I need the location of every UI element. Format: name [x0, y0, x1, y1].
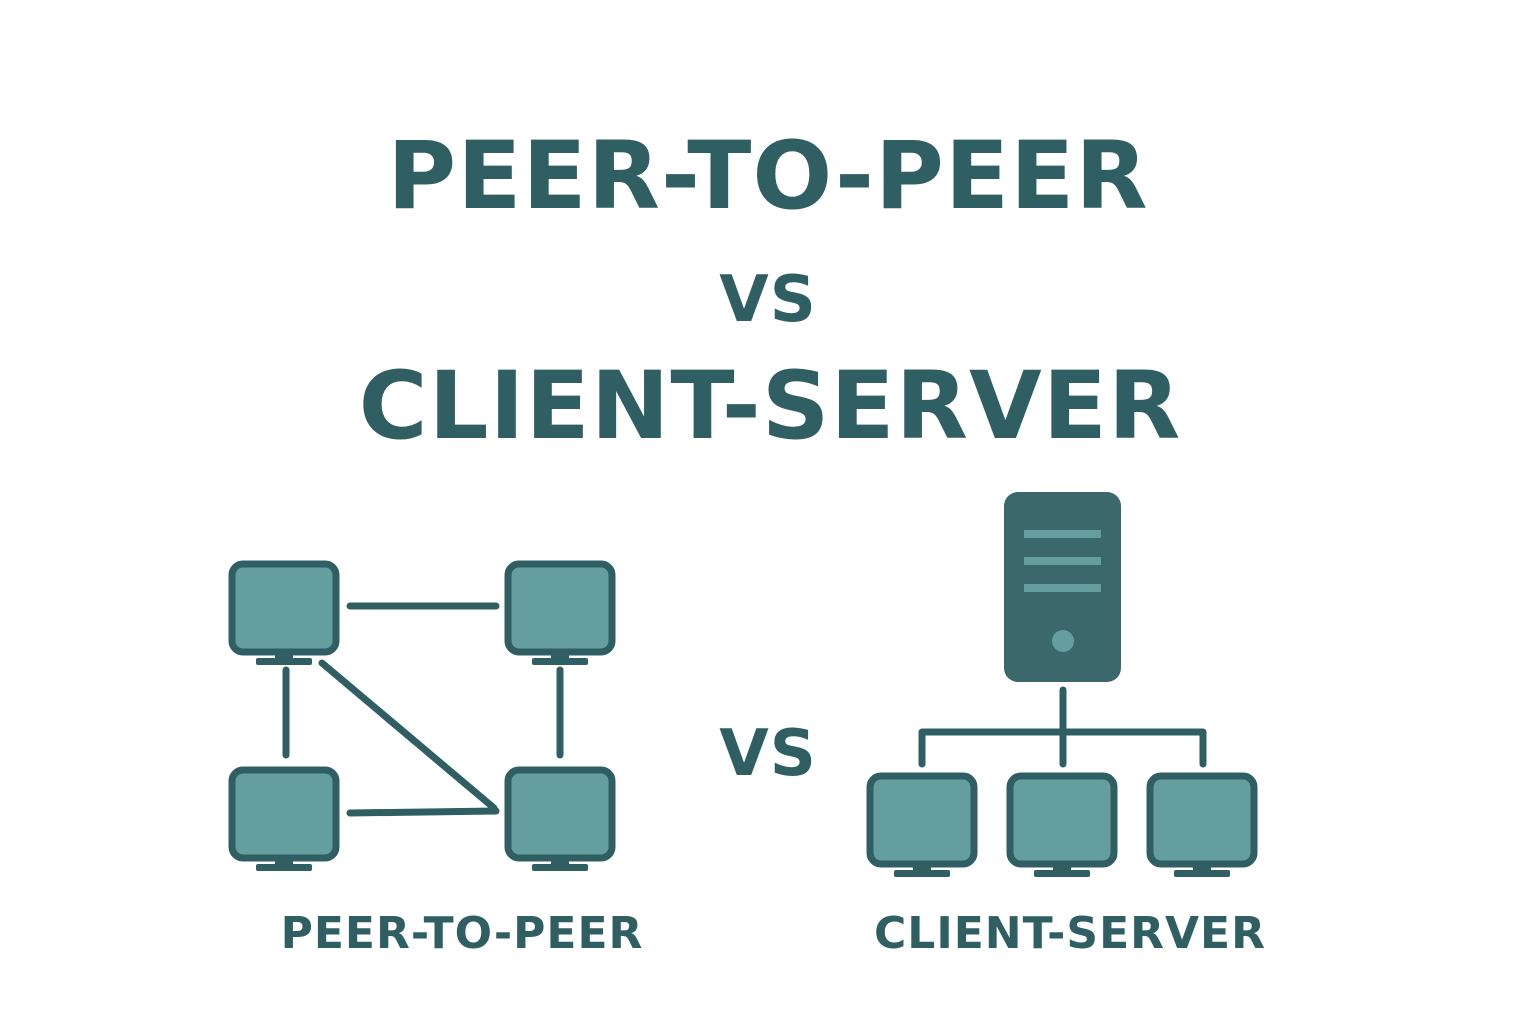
monitor-screen	[228, 766, 340, 862]
monitor-base	[532, 658, 588, 665]
monitor-base	[1174, 870, 1230, 877]
computer-monitor-icon	[228, 766, 340, 871]
monitor-neck	[275, 652, 293, 660]
computer-monitor-icon	[1006, 772, 1118, 877]
computer-monitor-icon	[504, 560, 616, 665]
monitor-screen	[504, 560, 616, 656]
p2p-label: PEER-TO-PEER	[280, 908, 644, 959]
monitor-base	[532, 864, 588, 871]
monitor-base	[256, 658, 312, 665]
link-diagonal	[318, 659, 498, 812]
server-slot	[1024, 530, 1101, 538]
branch-line	[918, 728, 1207, 768]
client-computer-2	[1006, 772, 1118, 877]
peer-computer-bottom-left	[228, 766, 340, 871]
title-line-2: CLIENT-SERVER	[358, 352, 1182, 461]
title-line-1: PEER-TO-PEER	[387, 122, 1149, 231]
link-bottom	[346, 807, 500, 817]
monitor-neck	[275, 858, 293, 866]
monitor-neck	[551, 652, 569, 660]
server-slot	[1024, 557, 1101, 565]
peer-computer-top-left	[228, 560, 340, 665]
monitor-neck	[913, 864, 931, 872]
computer-monitor-icon	[1146, 772, 1258, 877]
monitor-base	[1034, 870, 1090, 877]
monitor-screen	[504, 766, 616, 862]
monitor-screen	[228, 560, 340, 656]
computer-monitor-icon	[866, 772, 978, 877]
client-server-label: CLIENT-SERVER	[873, 908, 1267, 959]
computer-monitor-icon	[504, 766, 616, 871]
p2p-connections	[282, 602, 564, 817]
title-vs: VS	[719, 263, 817, 337]
monitor-neck	[1053, 864, 1071, 872]
client-computer-3	[1146, 772, 1258, 877]
server-slot	[1024, 584, 1101, 592]
diagram-vs: VS	[719, 717, 817, 791]
peer-computer-top-right	[504, 560, 616, 665]
monitor-screen	[1146, 772, 1258, 868]
monitor-base	[894, 870, 950, 877]
peer-computer-bottom-right	[504, 766, 616, 871]
monitor-screen	[866, 772, 978, 868]
client-server-connections	[918, 686, 1207, 768]
monitor-neck	[551, 858, 569, 866]
server-tower-icon	[1004, 492, 1121, 682]
computer-monitor-icon	[228, 560, 340, 665]
server-power-button	[1052, 630, 1074, 652]
monitor-screen	[1006, 772, 1118, 868]
client-computer-1	[866, 772, 978, 877]
monitor-base	[256, 864, 312, 871]
monitor-neck	[1193, 864, 1211, 872]
